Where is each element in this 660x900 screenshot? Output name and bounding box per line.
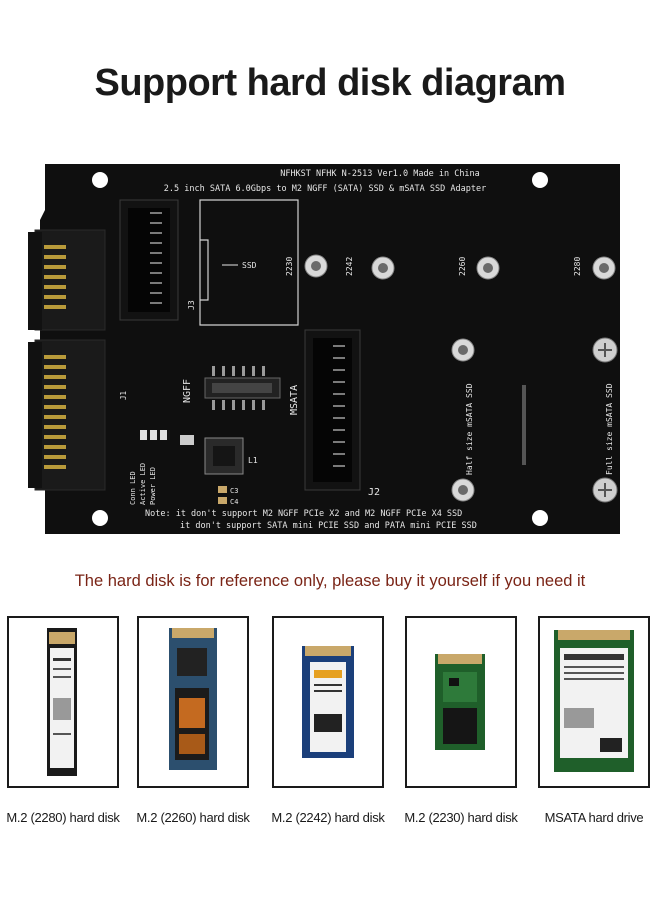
ngff-label: NGFF <box>182 379 193 403</box>
msata-image <box>554 630 634 772</box>
disk-caption-2280: M.2 (2280) hard disk <box>6 810 120 825</box>
mount-hole <box>92 172 108 188</box>
disk-caption-msata: MSATA hard drive <box>544 810 644 825</box>
adapter-board-image: NFHKST NFHK N-2513 Ver1.0 Made in China … <box>0 150 660 550</box>
led-active-label: Active LED <box>139 463 147 505</box>
m2-2230-image <box>435 654 485 750</box>
msata-slot-j2 <box>304 329 361 491</box>
m2-2260-image <box>169 628 217 770</box>
pos-2280-label: 2280 <box>573 257 582 276</box>
j3-label: J3 <box>187 300 196 310</box>
reference-notice: The hard disk is for reference only, ple… <box>74 572 586 590</box>
disk-frame-2242 <box>272 616 384 788</box>
m2-2242-image <box>302 646 354 758</box>
mount-hole <box>92 510 108 526</box>
disk-frame-msata <box>538 616 650 788</box>
led-conn <box>140 430 147 440</box>
msata-label: MSATA <box>289 385 300 415</box>
led-power <box>160 430 167 440</box>
disk-frame-2230 <box>405 616 517 788</box>
board-header-line1: NFHKST NFHK N-2513 Ver1.0 Made in China <box>280 169 480 179</box>
c4-label: C4 <box>230 498 238 506</box>
sata-connector <box>28 229 106 491</box>
j1-label: J1 <box>119 391 128 400</box>
disk-caption-2242: M.2 (2242) hard disk <box>271 810 385 825</box>
c3-label: C3 <box>230 487 238 495</box>
note-line2: it don't support SATA mini PCIE SSD and … <box>180 521 477 531</box>
mount-hole <box>532 172 548 188</box>
disk-caption-2230: M.2 (2230) hard disk <box>404 810 518 825</box>
full-size-label: Full size mSATA SSD <box>605 383 614 475</box>
led-active <box>150 430 157 440</box>
disk-frame-2280 <box>7 616 119 788</box>
led-conn-label: Conn LED <box>129 471 137 505</box>
half-size-label: Half size mSATA SSD <box>465 383 474 475</box>
m2-2280-image <box>47 628 77 776</box>
pos-2260-label: 2260 <box>458 257 467 276</box>
m2-slot-j3 <box>119 199 179 321</box>
pos-2242-label: 2242 <box>345 257 354 276</box>
m2-card-outline <box>199 199 299 326</box>
note-line1: Note: it don't support M2 NGFF PCIe X2 a… <box>145 509 462 519</box>
pos-2230-label: 2230 <box>285 257 294 276</box>
mode-switch <box>204 366 281 410</box>
board-header-line2: 2.5 inch SATA 6.0Gbps to M2 NGFF (SATA) … <box>164 184 486 194</box>
disk-frame-2260 <box>137 616 249 788</box>
ssd-label: SSD <box>242 261 257 270</box>
serial-strip <box>522 385 526 465</box>
l1-label: L1 <box>248 456 258 465</box>
disk-caption-2260: M.2 (2260) hard disk <box>136 810 250 825</box>
mount-hole <box>532 510 548 526</box>
led-power-label: Power LED <box>149 467 157 505</box>
page-title: Support hard disk diagram <box>94 62 566 104</box>
j2-label: J2 <box>368 487 380 498</box>
